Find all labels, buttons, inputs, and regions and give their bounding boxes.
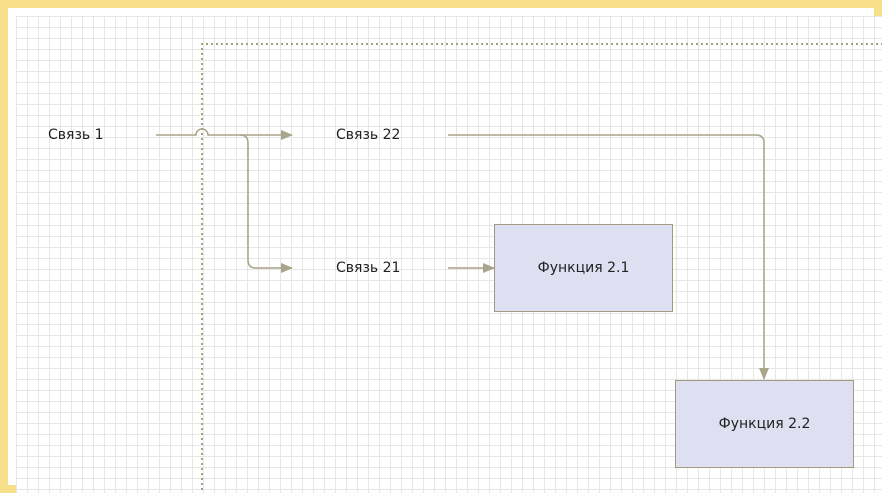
function-label-2-1: Функция 2.1 bbox=[537, 260, 630, 276]
diagram-canvas[interactable]: Связь 1 Связь 22 Связь 21 Функция 2.1 Фу… bbox=[16, 16, 882, 493]
connector-link22-to-func22[interactable] bbox=[448, 134, 769, 380]
connectors-layer bbox=[156, 43, 882, 490]
link-label-22[interactable]: Связь 22 bbox=[336, 127, 401, 143]
connector-link1-to-link22[interactable] bbox=[156, 128, 293, 140]
function-label-2-2: Функция 2.2 bbox=[718, 416, 811, 432]
link-label-21[interactable]: Связь 21 bbox=[336, 260, 401, 276]
boundary-line bbox=[201, 43, 882, 490]
function-box-2-2[interactable]: Функция 2.2 bbox=[675, 380, 854, 468]
function-box-2-1[interactable]: Функция 2.1 bbox=[494, 224, 673, 312]
connector-link1-to-link21[interactable] bbox=[239, 134, 293, 273]
link-label-1[interactable]: Связь 1 bbox=[48, 127, 104, 143]
